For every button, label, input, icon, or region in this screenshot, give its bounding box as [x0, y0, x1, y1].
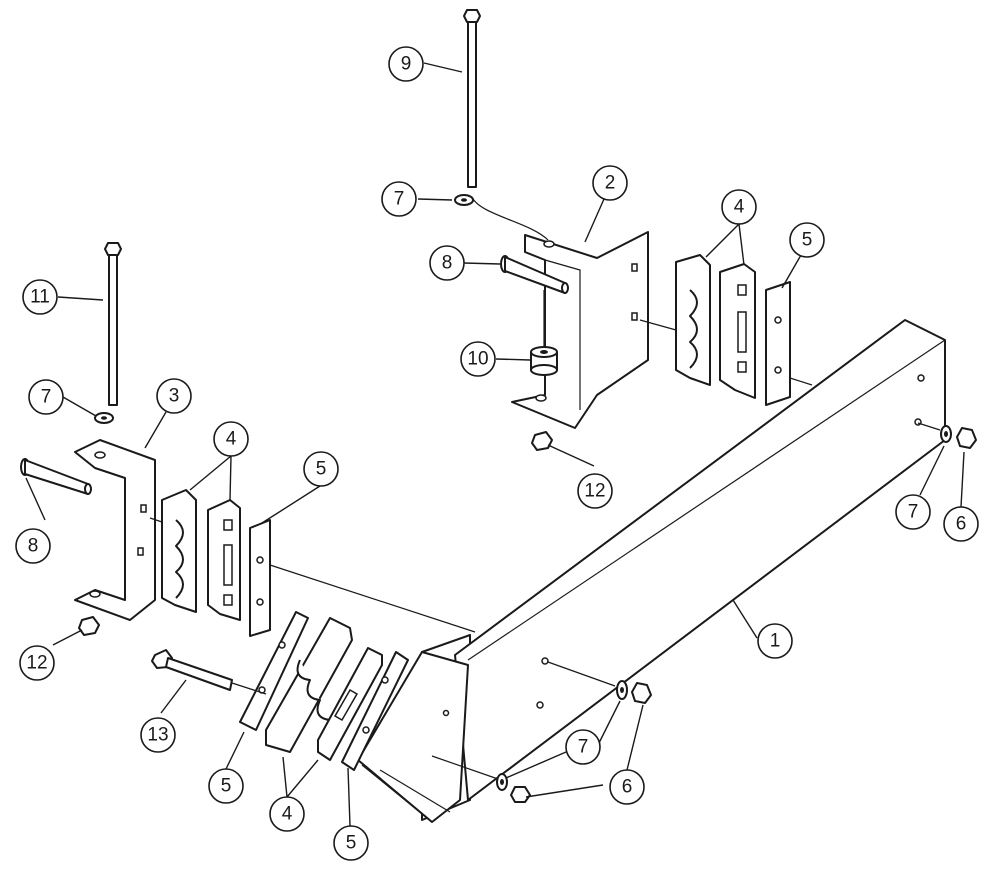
callout-6a: 6 — [943, 506, 979, 542]
callout-8b: 8 — [15, 528, 51, 564]
callout-7d: 7 — [565, 729, 601, 765]
callout-label: 8 — [442, 253, 453, 274]
callout-2: 2 — [592, 165, 628, 201]
callout-label: 4 — [226, 429, 237, 450]
leader-lines — [25, 62, 965, 827]
callout-label: 7 — [394, 189, 405, 210]
callout-label: 5 — [316, 459, 327, 480]
callout-7a: 7 — [381, 181, 417, 217]
callout-label: 7 — [908, 502, 919, 523]
callout-label: 1 — [770, 631, 781, 652]
callout-label: 4 — [282, 804, 293, 825]
callout-label: 10 — [467, 349, 488, 370]
callout-label: 3 — [169, 386, 180, 407]
callout-label: 6 — [622, 777, 633, 798]
callout-label: 13 — [147, 725, 168, 746]
callout-label: 6 — [956, 514, 967, 535]
callout-label: 9 — [401, 54, 412, 75]
callout-4c: 4 — [269, 796, 305, 832]
assembly-lines — [149, 196, 941, 780]
callout-label: 5 — [802, 230, 813, 251]
callout-5d: 5 — [333, 825, 369, 861]
callout-4b: 4 — [213, 421, 249, 457]
callout-8a: 8 — [429, 245, 465, 281]
callout-5b: 5 — [303, 451, 339, 487]
callout-label: 5 — [346, 833, 357, 854]
callout-5a: 5 — [789, 222, 825, 258]
part-1-tube — [357, 319, 946, 823]
part-10-spacer — [530, 290, 558, 376]
part-5-plates — [239, 281, 791, 771]
callout-5c: 5 — [208, 768, 244, 804]
callout-label: 5 — [221, 776, 232, 797]
washers-and-nuts — [78, 194, 977, 803]
callout-11: 11 — [22, 279, 58, 315]
part-13-bolt — [151, 649, 233, 691]
part-3-left-bracket — [74, 439, 156, 621]
callout-label: 7 — [578, 737, 589, 758]
part-9-long-bolt — [463, 9, 481, 188]
part-8-upper-pin — [500, 255, 569, 294]
callout-label: 2 — [605, 173, 616, 194]
part-8-left-pin — [20, 458, 92, 495]
callout-label: 8 — [28, 536, 39, 557]
part-11-long-bolt — [104, 242, 122, 406]
callout-label: 4 — [734, 197, 745, 218]
callout-12b: 12 — [19, 645, 55, 681]
callout-7b: 7 — [28, 379, 64, 415]
part-2-upper-bracket — [511, 231, 649, 429]
callout-3: 3 — [156, 378, 192, 414]
callout-1: 1 — [757, 623, 793, 659]
callout-label: 12 — [584, 481, 605, 502]
callout-10: 10 — [460, 341, 496, 377]
callout-label: 7 — [41, 387, 52, 408]
callout-12a: 12 — [577, 473, 613, 509]
callout-label: 11 — [30, 287, 50, 308]
part-4-upper-clamp — [675, 254, 756, 399]
part-4-lower-clamp — [265, 617, 383, 761]
callout-6b: 6 — [609, 769, 645, 805]
callout-13: 13 — [140, 717, 176, 753]
callout-9: 9 — [388, 46, 424, 82]
callout-label: 12 — [26, 653, 47, 674]
part-4-left-clamp — [161, 489, 241, 621]
callout-7c: 7 — [895, 494, 931, 530]
callout-4a: 4 — [721, 189, 757, 225]
